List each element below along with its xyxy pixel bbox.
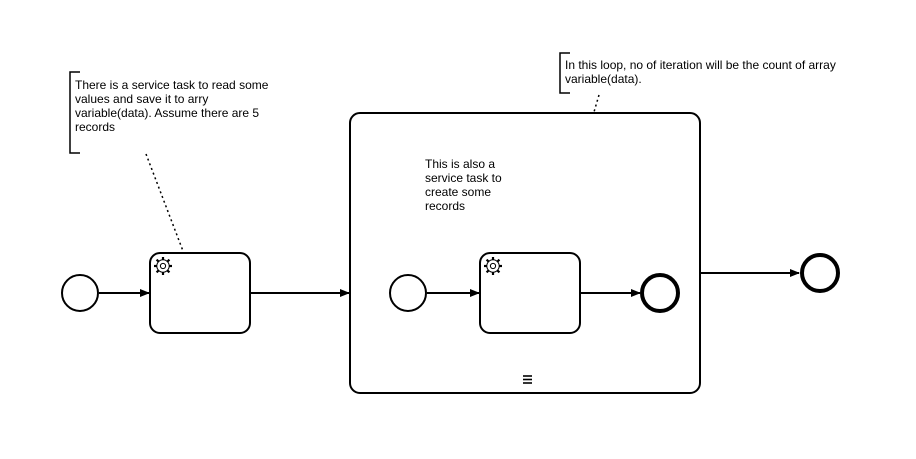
association-line[interactable] bbox=[593, 94, 600, 113]
association-line[interactable] bbox=[145, 153, 184, 252]
text-annotation-loop[interactable]: In this loop, no of iteration will be th… bbox=[565, 58, 836, 86]
create-service-task[interactable] bbox=[479, 252, 581, 334]
multi-instance-sequential-icon bbox=[523, 375, 532, 384]
inner-start-event[interactable] bbox=[389, 274, 427, 312]
annotation-bracket[interactable] bbox=[69, 71, 80, 154]
read-service-task[interactable] bbox=[149, 252, 251, 334]
text-annotation-read-task[interactable]: There is a service task to read some val… bbox=[75, 78, 269, 134]
annotation-bracket[interactable] bbox=[559, 52, 570, 94]
end-event[interactable] bbox=[800, 253, 840, 293]
start-event[interactable] bbox=[61, 274, 99, 312]
text-annotation-create-task[interactable]: This is also a service task to create so… bbox=[425, 157, 502, 213]
inner-end-event[interactable] bbox=[640, 273, 680, 313]
